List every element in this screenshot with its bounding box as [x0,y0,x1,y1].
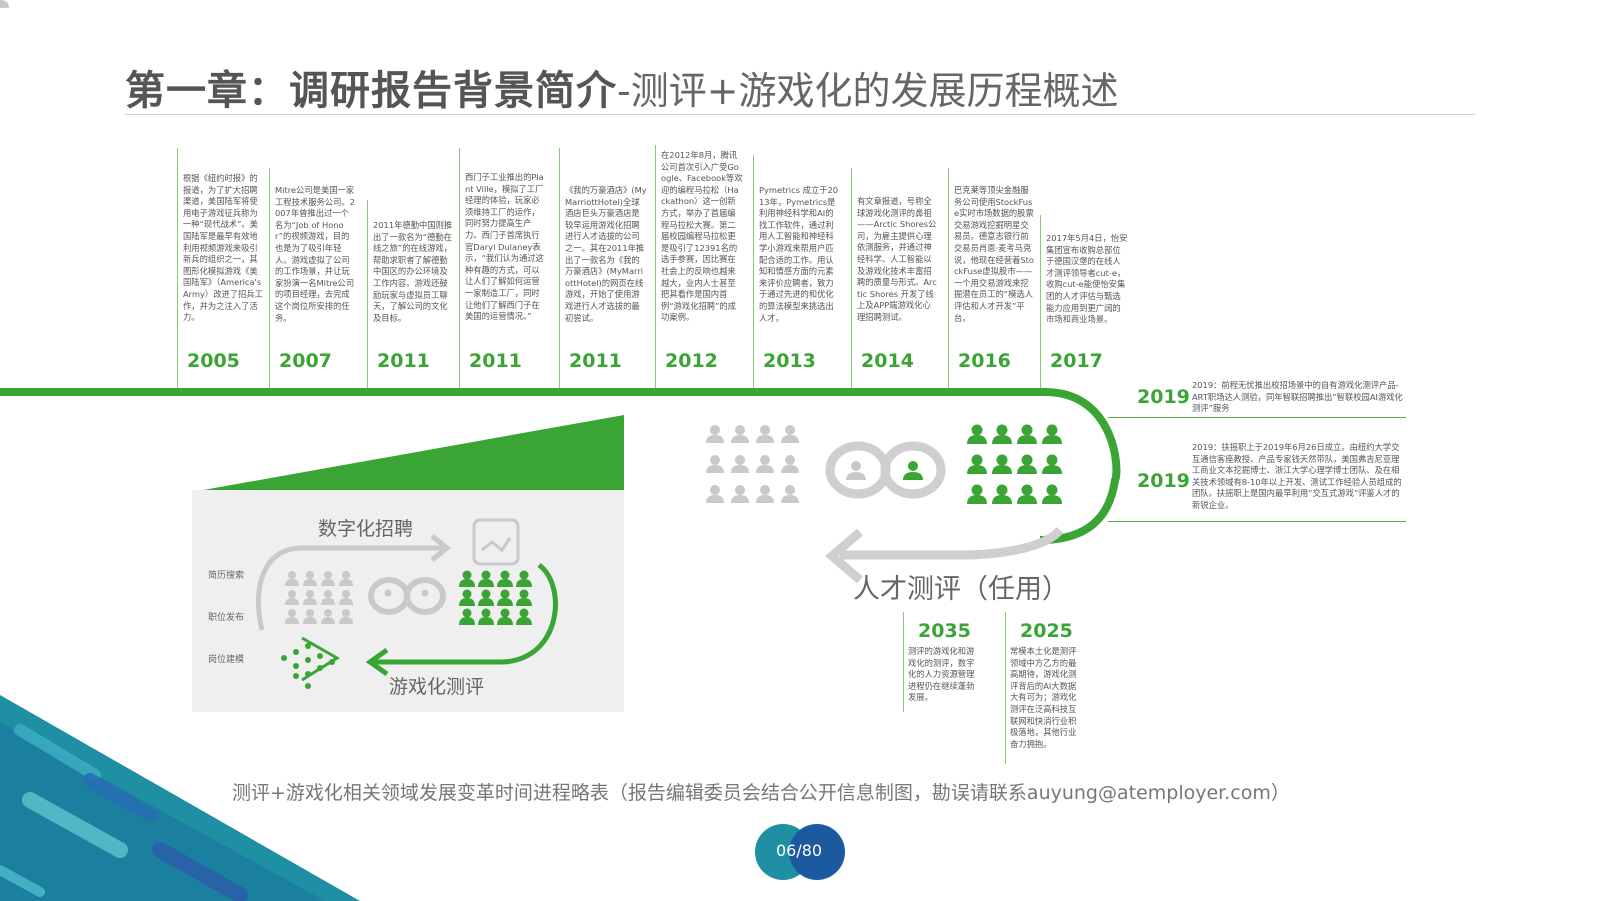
infinity-loop-icon [825,441,946,499]
timeline-text: 在2012年8月，腾讯公司首次引入广受Google、Facebook等欢迎的编程… [661,150,743,323]
inset-gray-people [285,571,353,624]
document-icon [472,518,520,566]
timeline-year: 2011 [377,350,430,372]
connector-line [1108,521,1406,522]
future-year: 2035 [918,620,971,642]
timeline-text: 2011年德勤中国则推出了一款名为“德勤在线之旅”的在线游戏，帮助求职者了解德勤… [373,220,453,323]
page-number: 06/80 [776,841,823,860]
timeline-year: 2019 [1137,470,1190,492]
timeline-year: 2019 [1137,386,1190,408]
inset-graphics [255,518,558,689]
inset-side-label: 简历搜索 [208,571,245,581]
growth-wedge [192,415,624,492]
gray-people-icons [0,0,9,8]
figure-caption: 测评+游戏化相关领域发展变革时间进程略表（报告编辑委员会结合公开信息制图，勘误请… [232,782,1290,804]
inset-infinity-icon [368,577,446,615]
network-funnel-icon [281,636,340,689]
inset-side-label: 岗位建模 [208,655,245,665]
timeline-text: 西门子工业推出的Plant Ville，模拟了工厂经理的体验，玩家必须维持工厂的… [465,172,544,322]
people-grids [706,424,1062,504]
timeline-text: 《我的万豪酒店》(MyMarriottHotel)全球酒店巨头万豪酒店是较早运用… [565,185,647,323]
timeline-text: 根据《纽约时报》的报道，为了扩大招聘渠道，美国陆军将使用电子游戏征兵称为一种“现… [183,173,264,323]
inset-green-people [459,570,532,625]
timeline-year: 2017 [1050,350,1103,372]
future-text: 常模本土化是测评领域中方乙方的最高期待，游戏化测评背后的AI大数据大有可为；游戏… [1010,646,1077,749]
title-divider [125,114,1475,115]
timeline-text: Pymetrics 成立于2013年，Pymetrics是利用神经科学和AI的找… [759,185,839,323]
future-year: 2025 [1020,620,1073,642]
timeline-year: 2016 [958,350,1011,372]
timeline-text: 2019：扶摇职上于2019年6月26日成立。由纽约大学交互通信客座教授、产品专… [1192,442,1402,510]
timeline-text: 有文章报道，号称全球游戏化测评的鼻祖——Arctic Shores公司，为雇主提… [857,196,937,322]
title-light: -测评+游戏化的发展历程概述 [617,69,1119,113]
timeline-year: 2014 [861,350,914,372]
timeline-year: 2011 [469,350,522,372]
timeline-year: 2005 [187,350,240,372]
green-people-grid [967,424,1062,504]
timeline-track [0,388,1121,584]
gray-people-grid [706,425,799,503]
corner-stripes-decoration [0,695,360,901]
timeline-year: 2007 [279,350,332,372]
recruitment-inset: 数字化招聘 游戏化测评 简历搜索 职位发布 岗位建模 [192,490,624,712]
page-number-badge [755,824,845,880]
title-bold: 第一章：调研报告背景简介 [125,68,617,114]
page-title: 第一章：调研报告背景简介-测评+游戏化的发展历程概述 [125,58,1119,116]
timeline-year: 2011 [569,350,622,372]
timeline-year: 2012 [665,350,718,372]
timeline-year: 2013 [763,350,816,372]
timeline-text: 2017年5月4日，怡安集团宣布收购总部位于德国汉堡的在线人才测评领导者cut-… [1046,233,1128,325]
timeline-text: 2019：前程无忧推出校招场景中的自有游戏化测评产品-ART职场达人测验，同年智… [1192,380,1403,414]
inset-bottom-label: 游戏化测评 [389,676,485,698]
timeline-text: Mitre公司是美国一家工程技术服务公司。2007年曾推出过一个名为“Job o… [275,185,355,323]
timeline-text: 巴克莱等顶尖金融服务公司使用StockFuse实时市场数据的股票交易游戏挖掘明星… [954,185,1034,323]
talent-assessment-label: 人才测评（任用） [853,574,1069,605]
inset-top-label: 数字化招聘 [318,518,414,540]
future-text: 测评的游戏化和游戏化的测评，数字化的人力资源管理进程仍在继续蓬勃发展。 [908,646,975,703]
inset-side-label: 职位发布 [208,613,245,623]
connector-line [1108,417,1406,418]
